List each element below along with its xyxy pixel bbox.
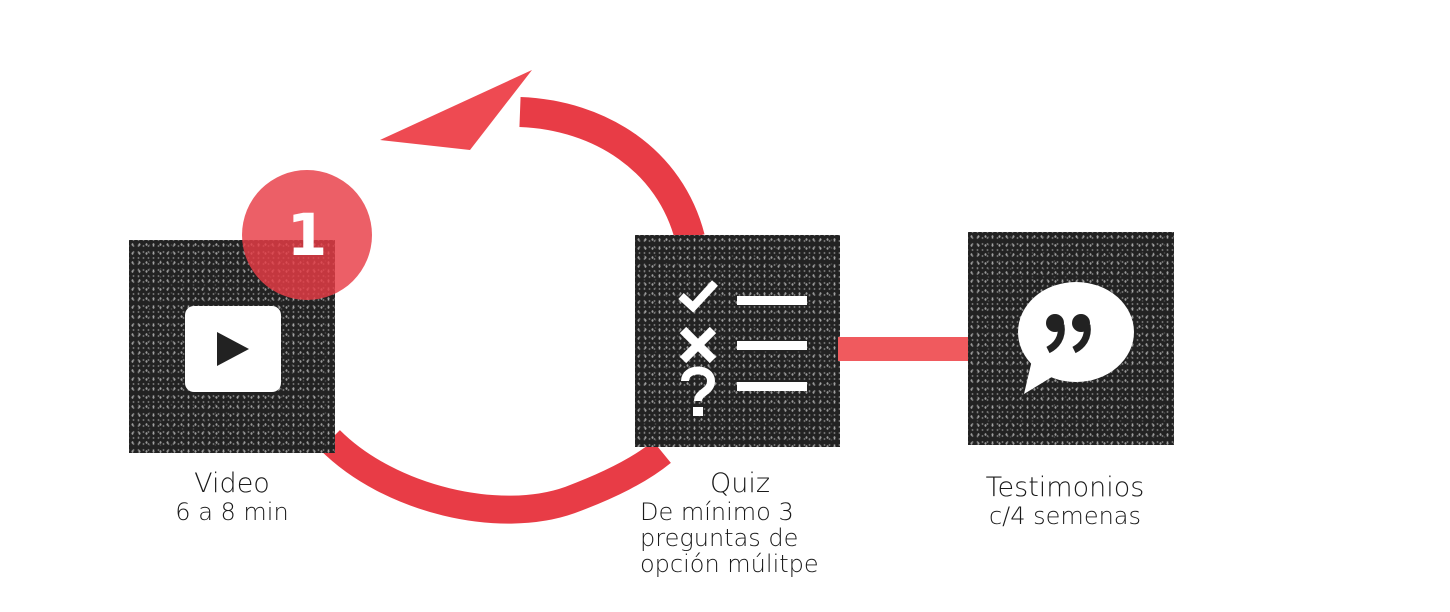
testimonios-title: Testimonios xyxy=(985,472,1145,503)
quiz-step-box xyxy=(635,235,840,447)
testimonios-frequency: c/4 semenas xyxy=(988,502,1141,530)
testimonios-caption: Testimonios c/4 semenas xyxy=(970,472,1160,530)
video-duration: 6 a 8 min xyxy=(175,498,289,526)
video-caption: Video 6 a 8 min xyxy=(152,468,312,526)
connector-line xyxy=(838,337,970,361)
play-icon xyxy=(185,306,281,392)
quiz-caption: Quiz De mínimo 3 preguntas de opción múl… xyxy=(640,468,840,578)
quiz-description: De mínimo 3 preguntas de opción múlitpe xyxy=(640,498,819,578)
video-title: Video xyxy=(194,468,270,499)
quiz-title: Quiz xyxy=(709,468,771,499)
quote-bubble-icon xyxy=(1018,282,1134,394)
checklist-icon xyxy=(678,280,807,416)
testimonios-step-box xyxy=(968,232,1174,445)
step-number-badge: 1 xyxy=(242,170,372,300)
